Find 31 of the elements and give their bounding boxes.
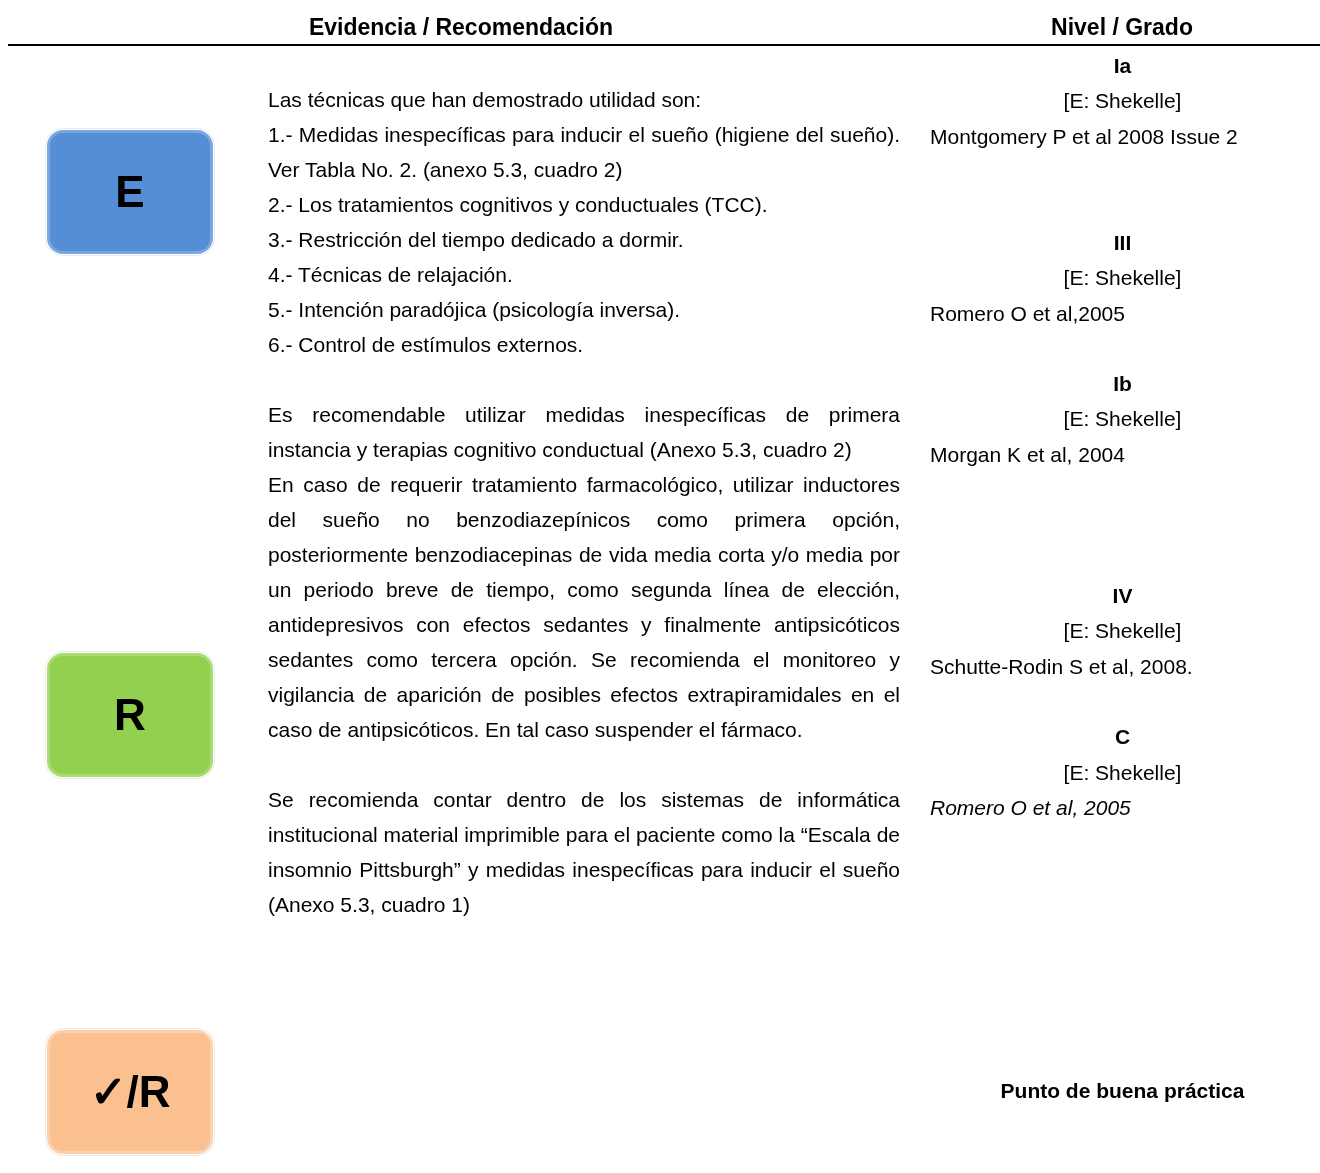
recommendation-text: Se recomienda contar dentro de los sistemas de informática institucional material imprimible para el paciente como la “Escala de insomnio Pittsburgh” y medidas inespecíficas para inducir el sueño (Anexo 5.3, cuadro 1) [268, 787, 900, 918]
citation: Morgan K et al, 2004 [930, 442, 1126, 468]
recommendation-text: 5.- Intención paradójica (psicología inversa). [268, 297, 682, 323]
column-header: Evidencia / Recomendación [308, 13, 614, 42]
scale-label: [E: Shekelle] [1062, 406, 1183, 432]
category-badge: E [47, 130, 213, 254]
citation: Romero O et al,2005 [930, 301, 1126, 327]
column-header: Nivel / Grado [1051, 13, 1193, 42]
scale-label: [E: Shekelle] [1062, 760, 1183, 786]
recommendation-text: 2.- Los tratamientos cognitivos y conductuales (TCC). [268, 192, 769, 218]
scale-label: [E: Shekelle] [1062, 88, 1183, 114]
recommendation-text: Las técnicas que han demostrado utilidad son: [268, 87, 703, 113]
citation: Montgomery P et al 2008 Issue 2 [930, 124, 1239, 150]
recommendation-text: En caso de requerir tratamiento farmacológico, utilizar inductores del sueño no benzodiazepínicos como primera opción, posteriormente benzodiacepinas de vida media corta y/o media por un periodo breve de tiempo, como segunda línea de elección, antidepresivos con efectos sedantes y finalmente antipsicóticos sedantes como tercera opción. Se recomienda el monitoreo y vigilancia de aparición de posibles efectos extrapiramidales en el caso de antipsicóticos. En tal caso suspender el fármaco. [268, 472, 900, 743]
scale-label: [E: Shekelle] [1062, 618, 1183, 644]
recommendation-text: 3.- Restricción del tiempo dedicado a dormir. [268, 227, 685, 253]
citation: Schutte-Rodin S et al, 2008. [930, 654, 1194, 680]
recommendation-text: Es recomendable utilizar medidas inespecíficas de primera instancia y terapias cognitivo conductual (Anexo 5.3, cuadro 2) [268, 402, 900, 463]
evidence-level: IV [1111, 583, 1134, 609]
practice-label: Punto de buena práctica [999, 1078, 1246, 1104]
evidence-level: III [1112, 230, 1133, 256]
evidence-level: Ia [1112, 53, 1133, 79]
category-badge: R [47, 653, 213, 777]
recommendation-text: 6.- Control de estímulos externos. [268, 332, 585, 358]
evidence-level: C [1113, 724, 1132, 750]
category-badge: ✓/R [47, 1030, 213, 1154]
recommendation-text: 1.- Medidas inespecíficas para inducir el sueño (higiene del sueño). Ver Tabla No. 2. (anexo 5.3, cuadro 2) [268, 122, 900, 183]
citation: Romero O et al, 2005 [930, 795, 1132, 821]
recommendation-text: 4.- Técnicas de relajación. [268, 262, 514, 288]
evidence-level: Ib [1112, 371, 1133, 397]
scale-label: [E: Shekelle] [1062, 265, 1183, 291]
